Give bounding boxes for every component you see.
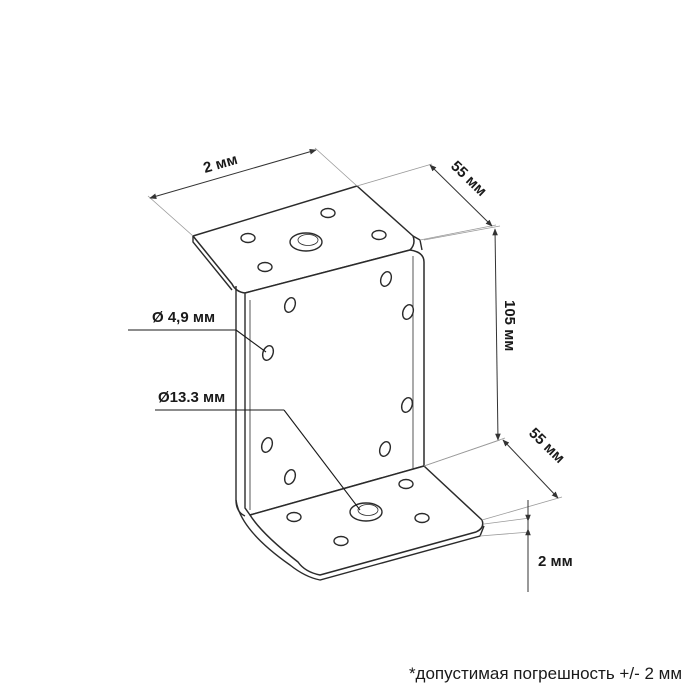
leader-small-hole: Ø 4,9 мм: [128, 309, 267, 353]
large-hole-diameter-label: Ø13.3 мм: [158, 389, 225, 406]
dimension-height: 105 мм: [423, 225, 518, 467]
dimension-thickness: 2 мм: [479, 500, 573, 592]
tolerance-footnote: *допустимая погрешность +/- 2 мм: [408, 664, 682, 683]
web-holes: [260, 271, 415, 485]
depth-top-label: 55 мм: [447, 158, 490, 200]
thickness-label: 2 мм: [538, 553, 573, 570]
height-label: 105 мм: [501, 300, 518, 351]
leader-large-hole: Ø13.3 мм: [155, 389, 361, 511]
dimension-top-width: 2 мм: [147, 147, 358, 237]
top-flange-holes: [240, 207, 387, 273]
small-hole-diameter-label: Ø 4,9 мм: [152, 309, 215, 326]
top-width-label: 2 мм: [201, 151, 239, 177]
depth-bottom-label: 55 мм: [525, 425, 568, 467]
